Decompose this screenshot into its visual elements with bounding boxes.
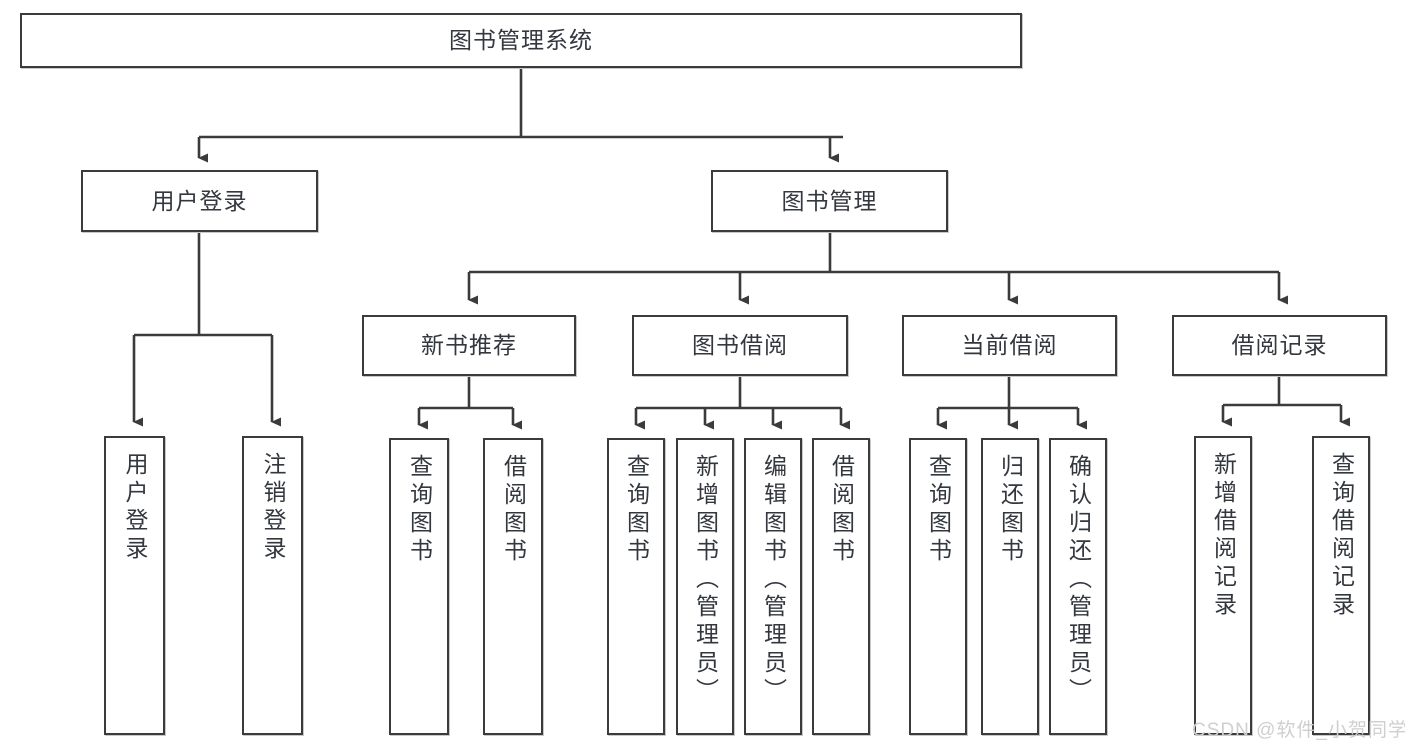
node-root-label: 图书管理系统 — [449, 27, 593, 54]
leaf-return-book[interactable]: 归还图书 — [981, 438, 1039, 735]
leaf-borrow-book[interactable]: 借阅图书 — [812, 438, 870, 735]
node-book-management-label: 图书管理 — [781, 187, 878, 214]
node-current-borrow-label: 当前借阅 — [961, 332, 1058, 359]
leaf-edit-book-admin-label: 编辑图书（管理员） — [760, 454, 787, 706]
node-new-book-recommend-label: 新书推荐 — [421, 332, 517, 359]
leaf-user-login[interactable]: 用户登录 — [104, 436, 165, 735]
leaf-confirm-return-admin-label: 确认归还（管理员） — [1065, 454, 1092, 706]
node-book-management[interactable]: 图书管理 — [711, 170, 948, 232]
leaf-query-book-current[interactable]: 查询图书 — [909, 438, 967, 735]
node-user-login-label: 用户登录 — [151, 187, 248, 214]
leaf-add-borrow-record[interactable]: 新增借阅记录 — [1194, 436, 1252, 735]
node-borrow-record-label: 借阅记录 — [1231, 332, 1328, 359]
leaf-query-book-current-label: 查询图书 — [925, 454, 952, 566]
leaf-return-book-label: 归还图书 — [997, 454, 1024, 566]
node-book-borrow[interactable]: 图书借阅 — [632, 315, 848, 376]
leaf-query-borrow-record-label: 查询借阅记录 — [1328, 452, 1355, 620]
leaf-add-book-admin[interactable]: 新增图书（管理员） — [676, 438, 734, 735]
leaf-user-login-label: 用户登录 — [122, 452, 148, 564]
leaf-query-book-borrow[interactable]: 查询图书 — [607, 438, 665, 735]
node-borrow-record[interactable]: 借阅记录 — [1172, 315, 1387, 376]
node-new-book-recommend[interactable]: 新书推荐 — [362, 315, 576, 376]
leaf-edit-book-admin[interactable]: 编辑图书（管理员） — [744, 438, 802, 735]
leaf-query-book-recommend-label: 查询图书 — [406, 454, 433, 566]
node-book-borrow-label: 图书借阅 — [692, 332, 788, 359]
node-current-borrow[interactable]: 当前借阅 — [902, 315, 1117, 376]
leaf-borrow-book-recommend-label: 借阅图书 — [500, 454, 527, 566]
node-root[interactable]: 图书管理系统 — [20, 13, 1022, 68]
leaf-add-borrow-record-label: 新增借阅记录 — [1210, 452, 1237, 620]
leaf-borrow-book-label: 借阅图书 — [828, 454, 855, 566]
leaf-borrow-book-recommend[interactable]: 借阅图书 — [483, 438, 543, 735]
node-user-login[interactable]: 用户登录 — [81, 170, 318, 232]
leaf-logout[interactable]: 注销登录 — [242, 436, 303, 735]
leaf-logout-label: 注销登录 — [260, 452, 286, 564]
leaf-query-book-recommend[interactable]: 查询图书 — [389, 438, 449, 735]
leaf-confirm-return-admin[interactable]: 确认归还（管理员） — [1049, 438, 1107, 735]
leaf-add-book-admin-label: 新增图书（管理员） — [692, 454, 719, 706]
leaf-query-book-borrow-label: 查询图书 — [623, 454, 650, 566]
leaf-query-borrow-record[interactable]: 查询借阅记录 — [1312, 436, 1370, 735]
